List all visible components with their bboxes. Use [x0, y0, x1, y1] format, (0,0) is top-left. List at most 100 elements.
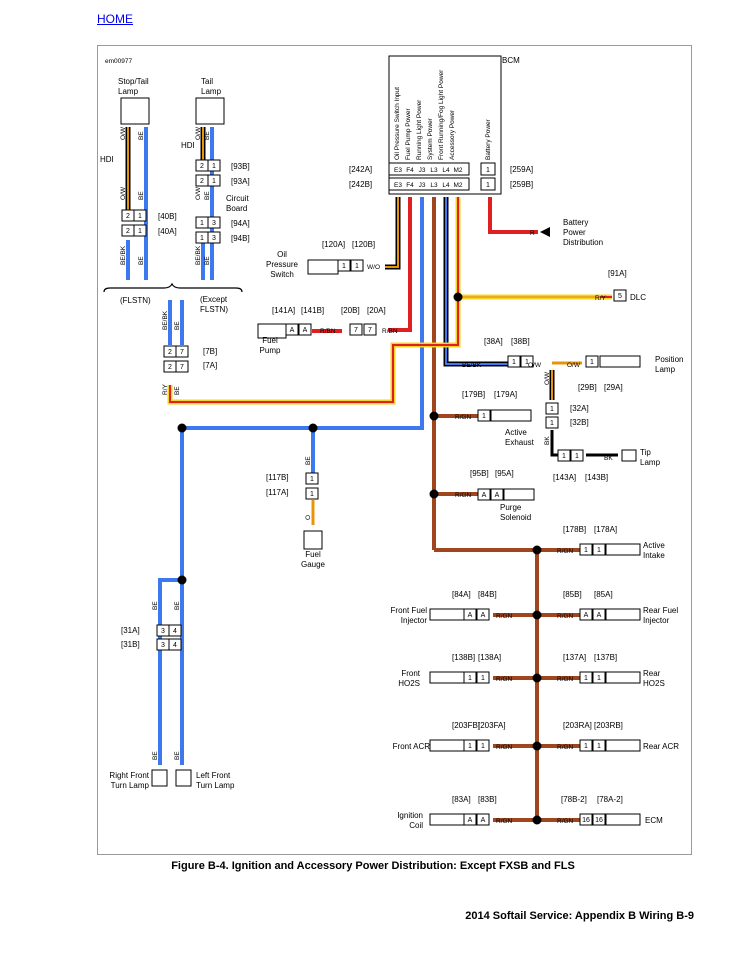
pin-number: 1	[584, 547, 588, 554]
connector-pin	[477, 488, 491, 501]
tail-lamp-label: Lamp	[201, 87, 222, 96]
wire-code: BE	[204, 256, 211, 265]
oil-pressure-switch	[307, 259, 339, 275]
pin-number: 2	[168, 364, 172, 371]
connector-pin	[168, 638, 182, 651]
stop-tail-lamp	[120, 97, 150, 125]
connector-label: [138B]	[452, 653, 475, 662]
connector-pin	[520, 355, 534, 368]
splice-dot	[177, 575, 187, 585]
bcm-pin-label: Oil Pressure Switch Input	[394, 87, 401, 160]
pin-number: 1	[597, 547, 601, 554]
connector-label: [137A]	[563, 653, 586, 662]
pin-number: 4	[173, 628, 177, 635]
connector-pin	[463, 608, 477, 621]
rear-fuel-injector-label: Rear Fuel	[643, 606, 678, 615]
wire-code: R/GN	[496, 676, 513, 683]
connector-pin	[305, 487, 319, 500]
connector-label: [40B]	[158, 212, 177, 221]
pin-number: 1	[342, 263, 346, 270]
connector-pin	[507, 355, 521, 368]
connector-pin	[592, 739, 606, 752]
figure-caption: Figure B-4. Ignition and Accessory Power…	[171, 860, 575, 872]
rear-fuel-injector	[605, 608, 641, 621]
wire-code: R/GN	[496, 613, 513, 620]
wire-be	[180, 197, 424, 580]
wire-code: BE	[204, 191, 211, 200]
wire-code: BE	[152, 601, 159, 610]
pin-number: A	[584, 612, 589, 619]
ecm-label: ECM	[645, 816, 663, 825]
wire-code: O/W	[567, 362, 581, 369]
pin-number: 1	[584, 675, 588, 682]
splice-dot	[532, 610, 542, 620]
pin-number: 3	[212, 235, 216, 242]
ecm	[605, 813, 641, 826]
wire-code: R/Y	[595, 295, 607, 302]
pin-number: 1	[138, 228, 142, 235]
connector-label: [91A]	[608, 269, 627, 278]
wire-r-battery	[488, 197, 538, 234]
left-front-turn-label: Turn Lamp	[196, 781, 235, 790]
connector-pin	[579, 608, 593, 621]
connector-pin	[613, 289, 627, 302]
connector-label: [120B]	[352, 240, 375, 249]
bcm-pin-label: System Power	[427, 117, 434, 160]
splice-dot	[429, 411, 439, 421]
pin-number: 2	[126, 228, 130, 235]
pin-number: 3	[161, 628, 165, 635]
connector-label: [78B-2]	[561, 795, 587, 804]
oil-pressure-switch-label: Pressure	[266, 260, 299, 269]
pin-number: A	[495, 492, 500, 499]
pin-number: 1	[212, 163, 216, 170]
wire-ry	[169, 297, 459, 403]
bcm-pin-label: Accessory Power	[449, 109, 456, 160]
left-front-turn-lamp	[175, 769, 192, 787]
connector-pin	[477, 409, 491, 422]
pin-number: 1	[525, 359, 529, 366]
connector-pin	[363, 323, 377, 336]
bcm-pin-label: Front Running/Fog Light Power	[438, 69, 445, 160]
connector-pin	[592, 813, 606, 826]
bcm-battery-pin	[480, 177, 496, 191]
connector-pin	[133, 209, 147, 222]
bcm-connector-top	[388, 162, 470, 176]
front-ho2s-label: HO2S	[398, 679, 420, 688]
connector-label: [78A-2]	[597, 795, 623, 804]
connector-pin	[579, 671, 593, 684]
connector-label: [117B]	[266, 473, 289, 482]
pin-number: L3	[430, 167, 438, 174]
pin-number: 2	[200, 163, 204, 170]
pin-number: 16	[595, 817, 603, 824]
connector-pin	[592, 543, 606, 556]
rear-ho2s-label: HO2S	[643, 679, 665, 688]
connector-label: [95B]	[470, 469, 489, 478]
wire-code: BE	[204, 131, 211, 140]
connector-label: [31B]	[121, 640, 140, 649]
wire-ry	[455, 197, 612, 300]
tail-lamp	[195, 97, 225, 125]
connector-pin	[463, 671, 477, 684]
wire-code: R/GN	[557, 676, 574, 683]
diagram-frame	[97, 45, 692, 855]
home-link[interactable]: HOME	[97, 12, 133, 26]
connector-label: [120A]	[322, 240, 345, 249]
connector-pin	[585, 355, 599, 368]
connector-pin	[476, 813, 490, 826]
stop-tail-lamp-label: Stop/Tail	[118, 77, 149, 86]
wire-code: BE	[174, 321, 181, 330]
ignition-coil	[429, 813, 465, 826]
connector-label: [203FA]	[478, 721, 506, 730]
pin-number: 7	[368, 327, 372, 334]
battery-terminal	[540, 227, 550, 237]
connector-pin	[545, 416, 559, 429]
splice-dot	[532, 741, 542, 751]
dlc-label: DLC	[630, 293, 646, 302]
wire-code: BE	[305, 456, 312, 465]
pin-number: A	[303, 327, 308, 334]
connector-pin	[175, 360, 189, 373]
wire-code: R	[530, 230, 535, 237]
battery-power-distribution-label: Distribution	[563, 238, 603, 247]
connector-label: [84B]	[478, 590, 497, 599]
front-ho2s-label: Front	[401, 669, 420, 678]
